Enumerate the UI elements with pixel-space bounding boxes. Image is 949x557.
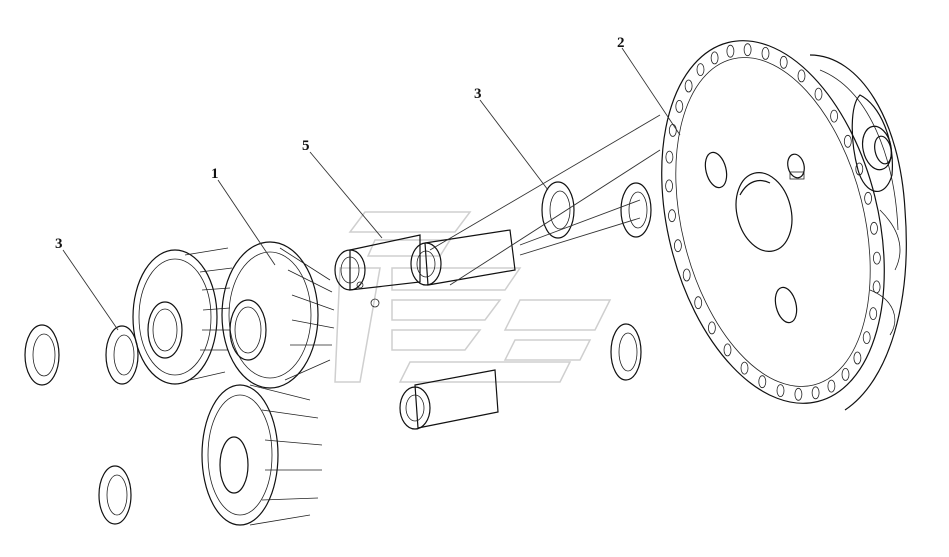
bolt-hole [694,296,703,310]
shaft-icon [334,234,421,291]
bolt-hole [708,321,716,335]
assembly-axis-lines [429,114,661,286]
bolt-hole [779,55,788,69]
bolt-hole [668,209,676,223]
bolt-hole [843,134,852,148]
bolt-hole [726,44,735,58]
gear-icon [221,241,335,389]
bolt-hole [864,191,872,205]
bolt-hole [853,351,862,365]
callout-1: 1 [211,166,219,182]
bolt-hole [710,51,719,65]
bolt-hole [665,179,673,193]
bolt-hole [761,47,770,60]
bolt-hole [743,43,752,57]
bolt-hole [723,343,732,357]
pin [370,298,380,308]
gear-icon [201,384,323,526]
watermark-logo [334,211,612,383]
bolt-hole [665,150,674,164]
carrier-flange-icon [661,40,907,411]
bolt-hole [794,387,803,401]
bolt-hole [675,100,684,113]
flange-bolt-holes [665,43,881,401]
bolt-hole [814,87,823,101]
bolt-hole [758,375,767,389]
washer-icon [541,181,575,239]
bolt-hole [873,251,881,265]
washer-icon [620,182,652,238]
bolt-hole [830,109,838,123]
bolt-hole [682,268,691,282]
washer-icon [24,324,60,386]
washer-icon [98,465,132,525]
bolt-hole [870,221,878,235]
bolt-hole [674,239,682,253]
bolt-hole [684,79,693,93]
bolt-hole [827,379,836,393]
bolt-hole [811,386,820,400]
bolt-hole [841,367,850,381]
bolt-hole [776,384,785,398]
callout-2: 2 [617,35,625,51]
bolt-hole [740,361,749,375]
callout-3-right: 3 [474,86,482,102]
bolt-hole [855,162,864,176]
leader-lines [62,47,681,331]
callout-5: 5 [302,138,310,154]
callout-3-left: 3 [55,236,63,252]
shaft-icon [399,369,499,430]
bolt-hole [872,280,881,294]
bolt-hole [797,69,806,83]
shaft-icon [410,229,516,286]
bolt-hole [869,307,878,321]
bolt-hole [668,123,677,137]
gear-icon [132,247,233,385]
bolt-hole [862,331,871,345]
washer-icon [105,325,139,385]
washer-icon [610,323,642,381]
bolt-hole [696,63,705,76]
